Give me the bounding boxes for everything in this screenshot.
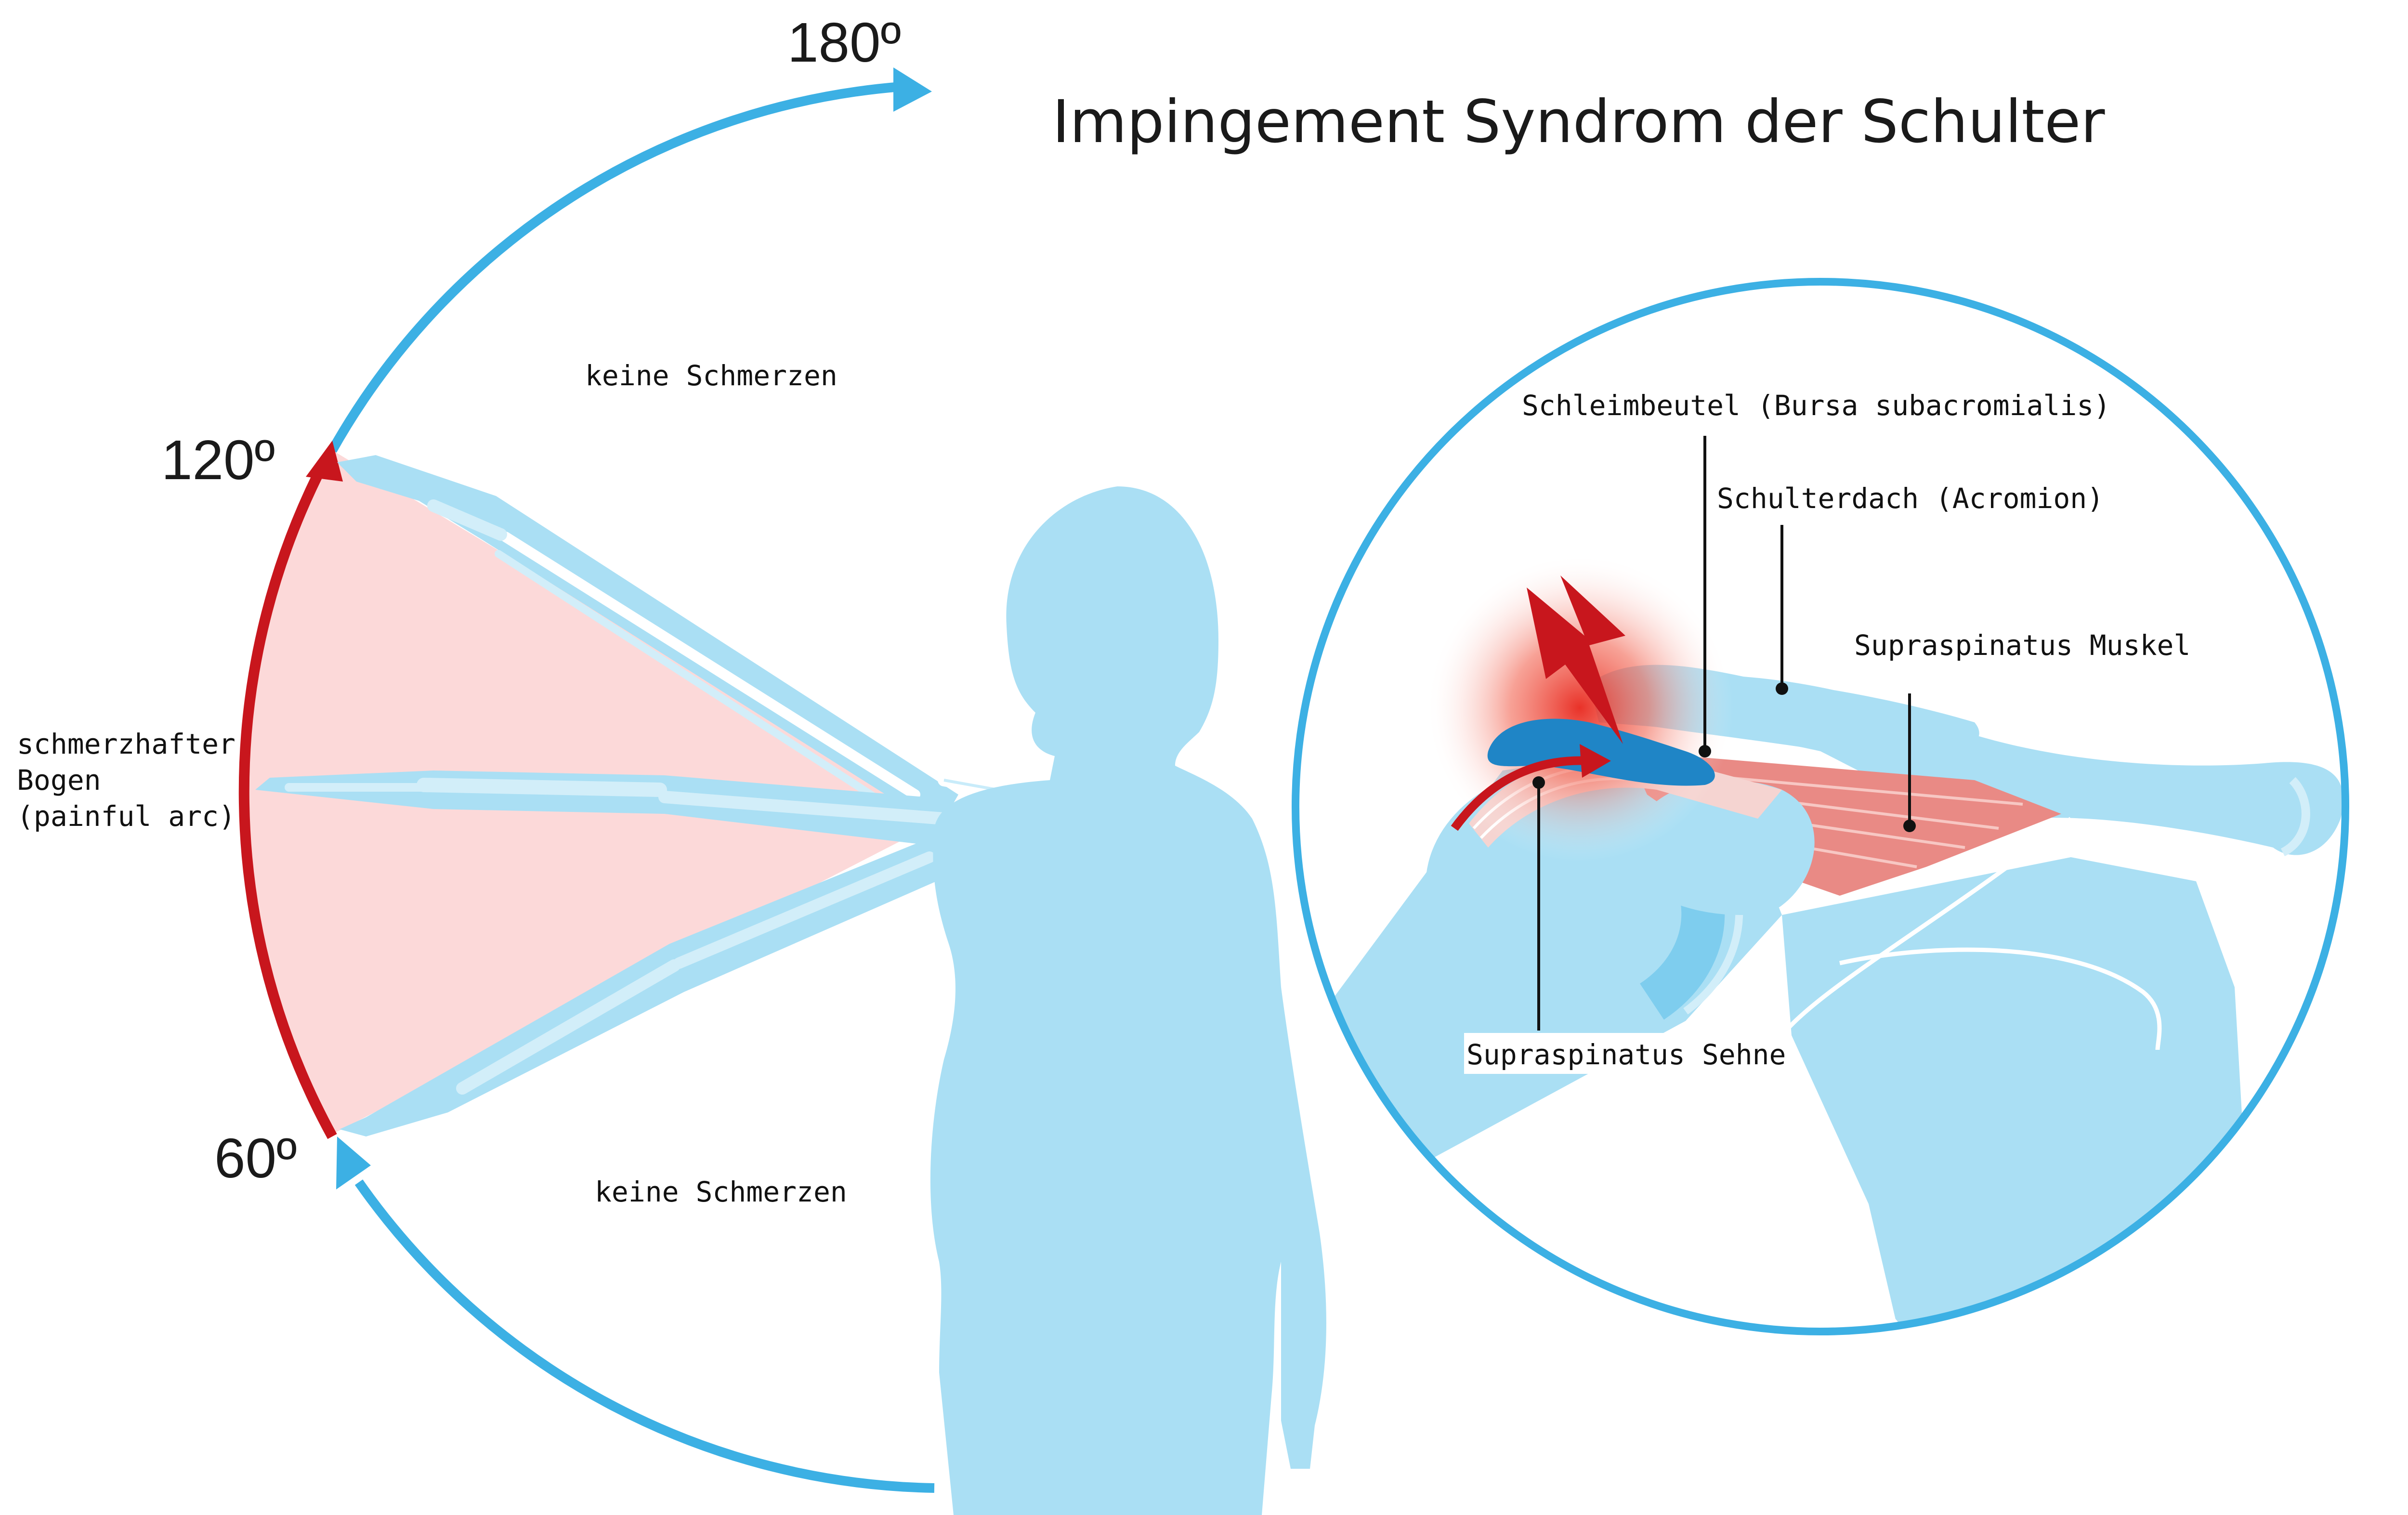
body-silhouette	[930, 486, 1326, 1515]
painful-arc-line1: schmerzhafter	[17, 728, 236, 760]
zoom-circle-border	[1292, 278, 2349, 1335]
range-of-motion	[238, 67, 1071, 1493]
tendon-label-bg	[1464, 1033, 1782, 1074]
no-pain-upper-label: keine Schmerzen	[585, 359, 838, 392]
painful-arc-line2: Bogen	[17, 764, 101, 797]
scapula-zoom	[1782, 857, 2264, 1332]
acromion-pointer-dot	[1776, 682, 1788, 695]
arrow-180-icon	[893, 67, 932, 112]
angle-180-label: 180º	[787, 11, 901, 74]
painful-arc-line3: (painful arc)	[17, 800, 236, 833]
acromion-label: Schulterdach (Acromion)	[1717, 482, 2104, 515]
lower-blue-arc	[354, 1179, 935, 1493]
leader-lines	[1537, 436, 1911, 1031]
muscle-label: Supraspinatus Muskel	[1854, 629, 2190, 662]
tendon-motion-arrow	[1451, 756, 1590, 831]
page-title: Impingement Syndrom der Schulter	[1052, 88, 2105, 156]
angle-120-label: 120º	[161, 429, 275, 491]
arrow-120-icon	[306, 441, 343, 482]
bursa	[1487, 718, 1715, 786]
arm-raised	[337, 455, 958, 828]
painful-red-arc	[238, 465, 337, 1139]
arrow-60-icon	[336, 1136, 371, 1189]
shoulder-zoom	[1292, 278, 2349, 1335]
no-pain-lower-label: keine Schmerzen	[595, 1175, 847, 1208]
tendon-pointer-dot	[1532, 776, 1545, 789]
bursa-label: Schleimbeutel (Bursa subacromialis)	[1522, 389, 2110, 422]
muscle-pointer-dot	[1903, 820, 1916, 832]
arm-horizontal	[255, 771, 954, 848]
bursa-pointer-dot	[1699, 745, 1711, 758]
lightning-icon	[1527, 575, 1625, 744]
angle-60-label: 60º	[214, 1127, 297, 1189]
tendon-label: Supraspinatus Sehne	[1466, 1038, 1786, 1071]
arm-lowered	[340, 828, 958, 1136]
upper-blue-arc	[328, 82, 901, 453]
